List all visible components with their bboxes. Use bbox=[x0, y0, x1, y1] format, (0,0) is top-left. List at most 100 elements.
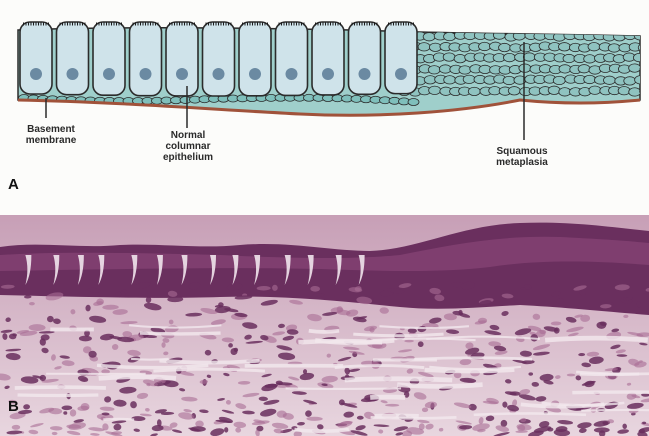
stroma-fiber bbox=[353, 334, 443, 336]
columnar-cell bbox=[239, 22, 271, 96]
stroma-fiber bbox=[370, 397, 405, 398]
panel-letter-b: B bbox=[8, 398, 19, 415]
squamous-cell bbox=[444, 32, 456, 40]
stain-nucleus bbox=[357, 416, 364, 420]
squamous-cell bbox=[624, 77, 636, 85]
stroma-fiber bbox=[159, 361, 259, 363]
squamous-cell bbox=[444, 76, 456, 84]
stroma-fiber bbox=[315, 340, 394, 342]
squamous-cell bbox=[553, 76, 565, 84]
cell-nucleus bbox=[322, 68, 334, 80]
squamous-cell bbox=[459, 66, 471, 74]
cell-nucleus bbox=[140, 68, 152, 80]
cell-nucleus bbox=[30, 68, 42, 80]
panel-b-micrograph: B bbox=[0, 215, 649, 436]
stroma-fiber bbox=[294, 430, 348, 432]
stroma-fiber bbox=[545, 338, 648, 340]
stroma-fiber bbox=[18, 395, 99, 396]
label-basement-line2: membrane bbox=[16, 135, 86, 146]
stain-nucleus bbox=[79, 336, 92, 342]
label-squamous-line2: metaplasia bbox=[472, 157, 572, 168]
squamous-cell bbox=[548, 86, 560, 94]
squamous-cell bbox=[608, 44, 620, 52]
squamous-cell bbox=[499, 43, 511, 51]
squamous-cell bbox=[578, 65, 590, 73]
columnar-cell bbox=[312, 22, 344, 95]
squamous-cell bbox=[613, 33, 625, 41]
squamous-cell bbox=[508, 87, 520, 95]
squamous-cell bbox=[638, 43, 649, 51]
cell-nucleus bbox=[67, 68, 79, 80]
squamous-cell bbox=[559, 65, 571, 73]
stroma-fiber bbox=[345, 379, 452, 380]
columnar-cell bbox=[385, 22, 417, 94]
squamous-cell bbox=[645, 32, 649, 40]
cell-nucleus bbox=[249, 68, 261, 80]
columnar-cell bbox=[166, 22, 198, 96]
label-columnar-line3: epithelium bbox=[142, 152, 234, 163]
stain-nucleus bbox=[422, 407, 428, 412]
stain-nucleus bbox=[88, 351, 96, 358]
squamous-cell bbox=[513, 32, 525, 40]
squamous-cell bbox=[479, 42, 491, 50]
stroma-fiber bbox=[309, 331, 339, 332]
squamous-cell bbox=[588, 43, 600, 51]
squamous-cell bbox=[493, 31, 505, 39]
columnar-cell bbox=[203, 22, 235, 96]
stain-nucleus bbox=[224, 427, 228, 433]
stroma-fiber bbox=[414, 358, 532, 360]
cell-nucleus bbox=[395, 68, 407, 80]
squamous-cell bbox=[503, 76, 515, 84]
squamous-cell bbox=[629, 88, 641, 96]
stroma-fiber bbox=[572, 392, 649, 393]
label-squamous-line1: Squamous bbox=[472, 146, 572, 157]
label-basement-line1: Basement bbox=[16, 124, 86, 135]
squamous-cell bbox=[643, 75, 649, 83]
label-normal-columnar-epithelium: Normal columnar epithelium bbox=[142, 130, 234, 163]
cell-nucleus bbox=[176, 68, 188, 80]
squamous-cell bbox=[523, 53, 535, 61]
squamous-cell bbox=[643, 54, 649, 62]
basal-cell bbox=[408, 99, 419, 106]
squamous-cell bbox=[618, 87, 630, 95]
columnar-cell bbox=[130, 22, 162, 96]
cell-nucleus bbox=[286, 68, 298, 80]
squamous-cell bbox=[558, 43, 570, 51]
squamous-cell bbox=[429, 86, 441, 94]
cell-nucleus bbox=[359, 68, 371, 80]
stroma-fiber bbox=[140, 333, 221, 334]
squamous-cell bbox=[468, 87, 480, 95]
stroma-fiber bbox=[15, 387, 106, 388]
squamous-cell bbox=[519, 64, 531, 72]
label-columnar-line2: columnar bbox=[142, 141, 234, 152]
squamous-cell bbox=[589, 66, 601, 74]
columnar-cell bbox=[57, 22, 89, 95]
columnar-cell bbox=[349, 22, 381, 94]
squamous-cell bbox=[503, 53, 515, 61]
label-squamous-metaplasia: Squamous metaplasia bbox=[472, 146, 572, 168]
cell-nucleus bbox=[103, 68, 115, 80]
epithelium-schematic bbox=[0, 0, 649, 215]
squamous-cell bbox=[640, 87, 649, 95]
squamous-cell bbox=[428, 66, 440, 74]
squamous-cell bbox=[603, 76, 615, 84]
stroma-fiber bbox=[99, 377, 176, 379]
cell-nucleus bbox=[213, 68, 225, 80]
stroma-fiber bbox=[581, 410, 649, 411]
squamous-cell bbox=[429, 43, 441, 51]
squamous-cell bbox=[640, 65, 649, 73]
squamous-cell bbox=[463, 75, 475, 83]
stroma-fiber bbox=[103, 419, 134, 420]
panel-a-schematic: Basement membrane Normal columnar epithe… bbox=[0, 0, 649, 215]
stroma-fiber bbox=[397, 385, 482, 387]
squamous-cell bbox=[589, 86, 601, 94]
stain-nucleus bbox=[29, 302, 35, 305]
squamous-cell bbox=[454, 54, 466, 62]
squamous-cell bbox=[418, 43, 430, 51]
squamous-cell bbox=[633, 53, 645, 61]
squamous-cell bbox=[584, 55, 596, 63]
columnar-cell bbox=[276, 22, 308, 95]
histology-micrograph bbox=[0, 215, 649, 436]
columnar-cell bbox=[20, 22, 52, 94]
